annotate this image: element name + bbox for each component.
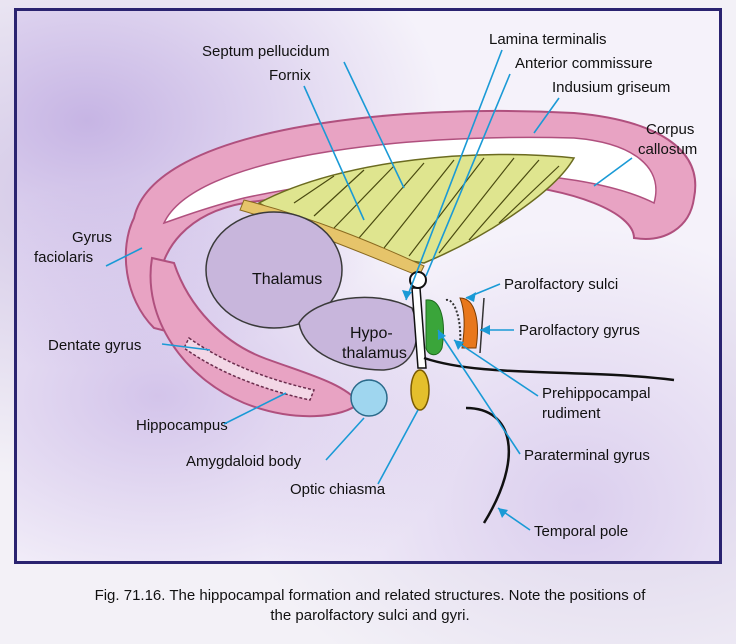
septum-pellucidum-label: Septum pellucidum bbox=[202, 43, 330, 60]
paraterminal-gyrus-label: Paraterminal gyrus bbox=[524, 447, 650, 464]
anterior-commissure-label: Anterior commissure bbox=[515, 55, 653, 72]
brainstem-curve bbox=[424, 358, 674, 380]
temporal-pole-curve bbox=[466, 408, 509, 523]
caption-line-1: Fig. 71.16. The hippocampal formation an… bbox=[20, 586, 720, 606]
optic-chiasma-label: Optic chiasma bbox=[290, 481, 386, 498]
optic-chiasma-shape bbox=[411, 370, 429, 410]
anterior-commissure-shape bbox=[410, 272, 426, 288]
gyrus-faciolaris-label-1: Gyrus bbox=[72, 229, 112, 246]
caption-line-2: the parolfactory sulci and gyri. bbox=[20, 606, 720, 626]
corpus-callosum-label-1: Corpus bbox=[646, 121, 694, 138]
parolfactory-sulci-shape bbox=[446, 300, 460, 346]
prehippocampal-label-1: Prehippocampal bbox=[542, 385, 650, 402]
lamina-terminalis-label: Lamina terminalis bbox=[489, 31, 607, 48]
hypothalamus-label-1: Hypo- bbox=[350, 325, 393, 342]
thalamus-label: Thalamus bbox=[252, 271, 322, 288]
hypothalamus-label-2: thalamus bbox=[342, 345, 407, 362]
fornix-label: Fornix bbox=[269, 67, 311, 84]
prehippocampal-label-2: rudiment bbox=[542, 405, 601, 422]
amygdaloid-body-label: Amygdaloid body bbox=[186, 453, 302, 470]
hippocampal-formation-diagram: Thalamus Hypo- thalamus Septum pellucidu… bbox=[14, 8, 722, 564]
corpus-callosum-label-2: callosum bbox=[638, 141, 697, 158]
figure-caption: Fig. 71.16. The hippocampal formation an… bbox=[20, 586, 720, 626]
parolfactory-gyrus-shape bbox=[460, 298, 477, 348]
dentate-gyrus-label: Dentate gyrus bbox=[48, 337, 141, 354]
amygdaloid-body-shape bbox=[351, 380, 387, 416]
gyrus-faciolaris-label-2: faciolaris bbox=[34, 249, 93, 266]
parolfactory-sulci-label: Parolfactory sulci bbox=[504, 276, 618, 293]
temporal-pole-label: Temporal pole bbox=[534, 523, 628, 540]
indusium-griseum-label: Indusium griseum bbox=[552, 79, 670, 96]
parolfactory-gyrus-edge bbox=[480, 298, 484, 353]
paraterminal-gyrus-shape bbox=[426, 300, 443, 355]
hippocampus-label: Hippocampus bbox=[136, 417, 228, 434]
parolfactory-gyrus-label: Parolfactory gyrus bbox=[519, 322, 640, 339]
